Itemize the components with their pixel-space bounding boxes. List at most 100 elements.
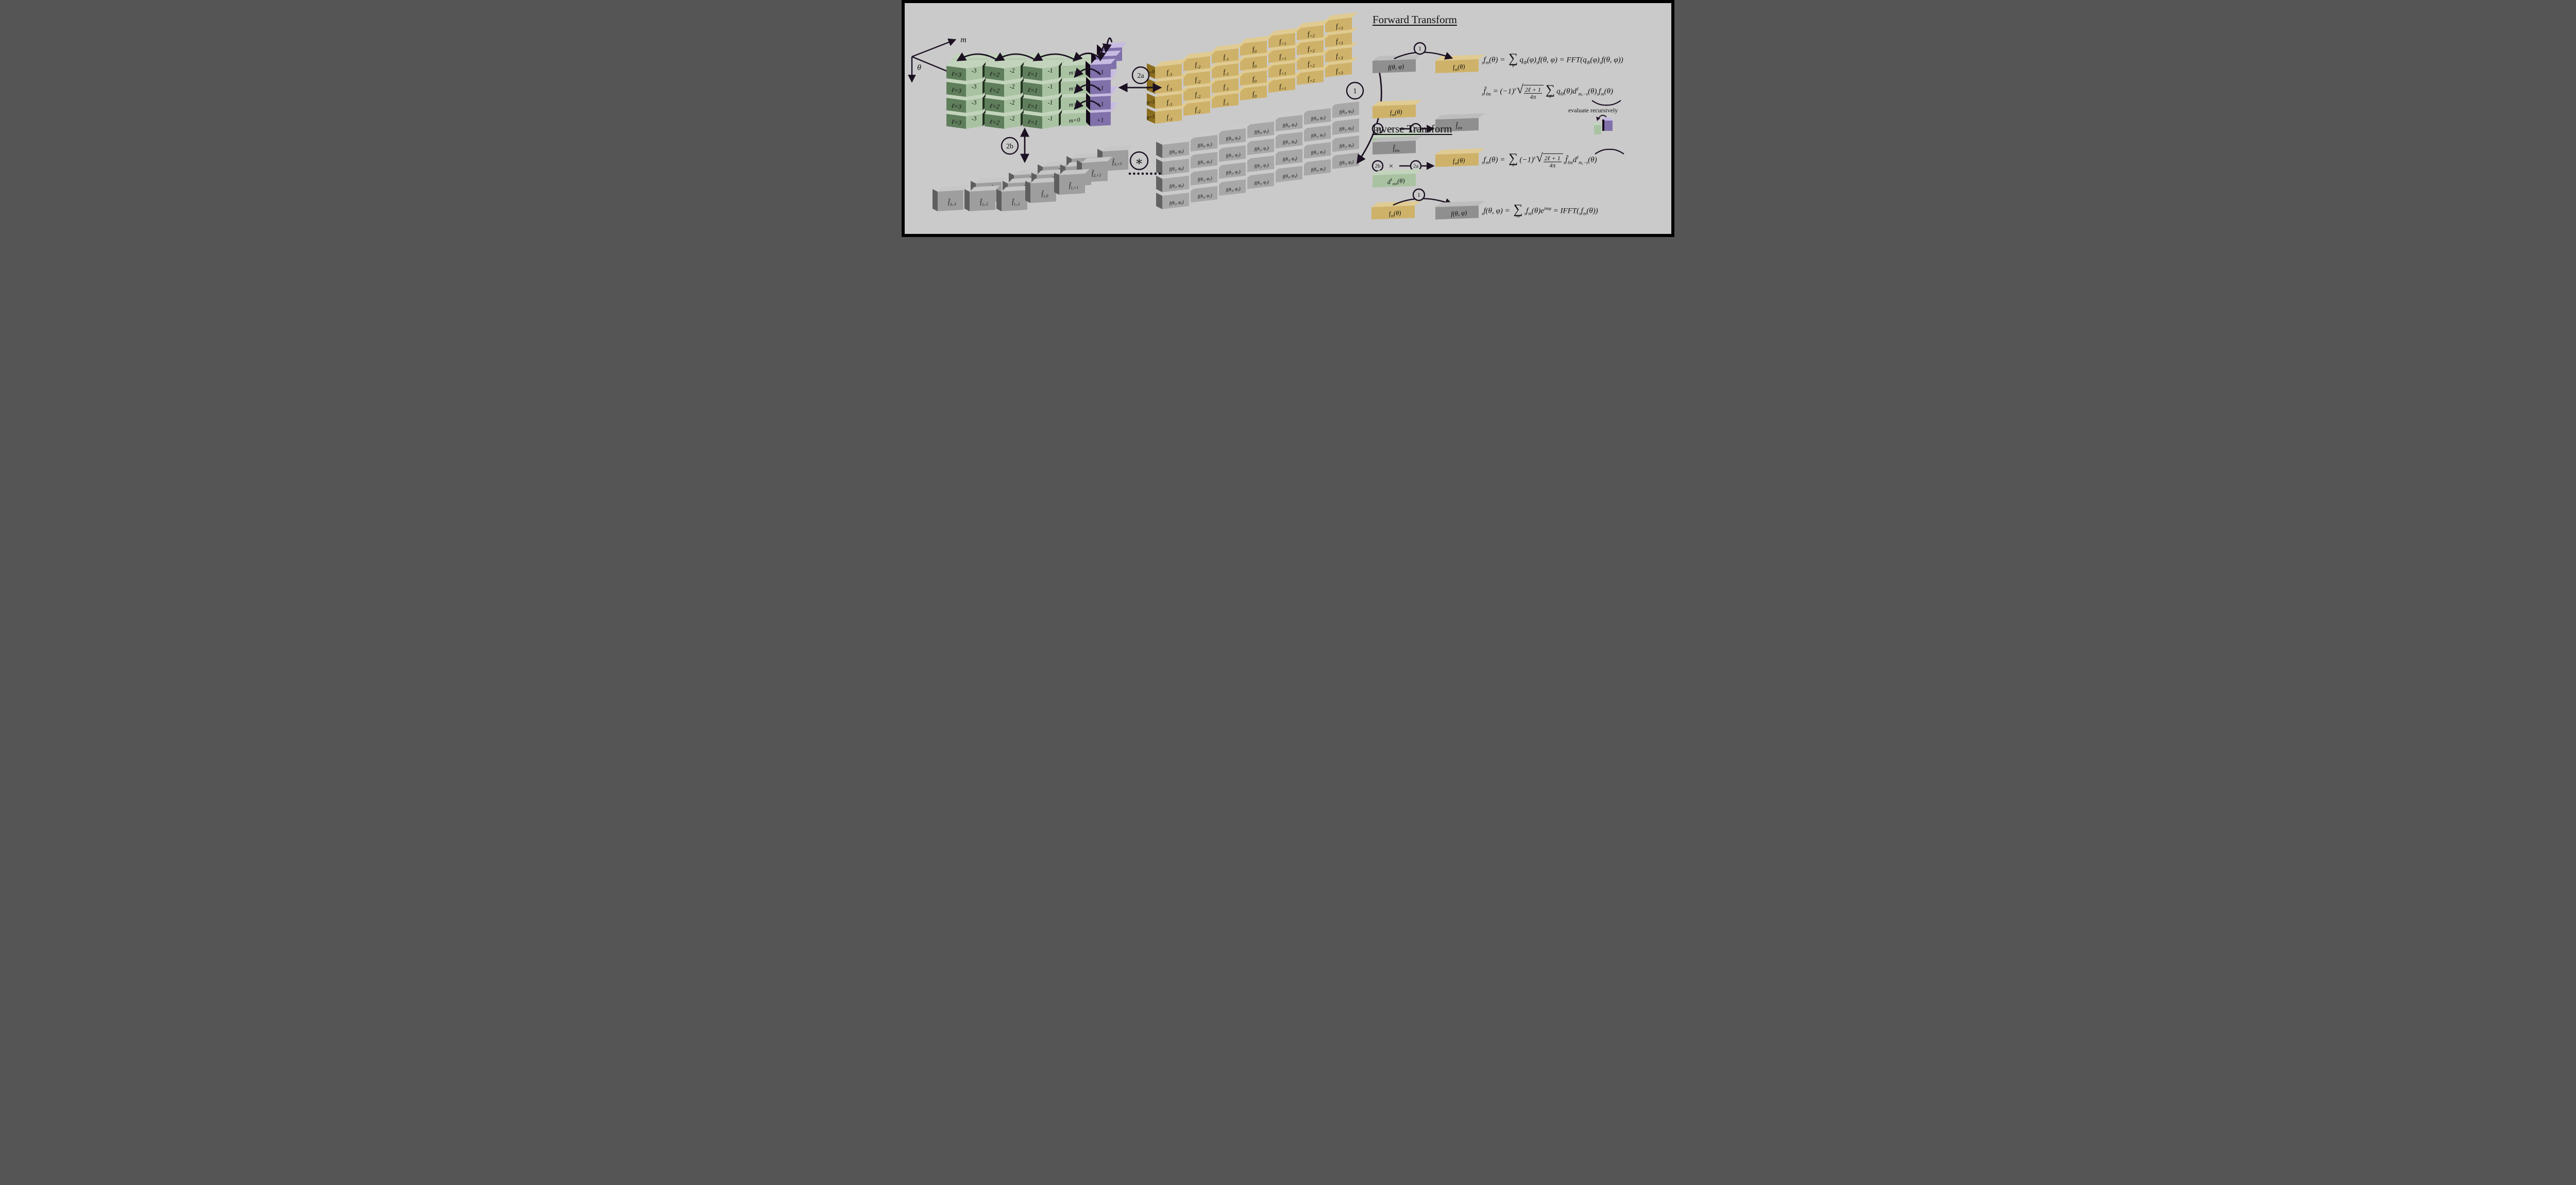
green-ell-label: ℓ=1 bbox=[1027, 118, 1038, 126]
yellow-theta-label: θ=3 bbox=[1146, 114, 1156, 122]
green-ell-label: ℓ=1 bbox=[1027, 102, 1038, 110]
box-left-face bbox=[1023, 82, 1042, 97]
green-m-label: -1 bbox=[1047, 114, 1054, 122]
box-top-face bbox=[1240, 36, 1273, 44]
dotted-line-dot bbox=[1158, 172, 1161, 175]
box-right-face bbox=[1042, 66, 1059, 81]
box-front-face bbox=[1372, 141, 1416, 155]
mini-fhat-lm: f̂ℓm bbox=[1393, 144, 1400, 154]
box-front-face bbox=[1297, 40, 1324, 55]
green-m-label: -3 bbox=[971, 82, 977, 90]
box-top-face bbox=[1276, 127, 1308, 135]
recursion-icon bbox=[1592, 114, 1613, 134]
yellow-theta-label: θ=2 bbox=[1146, 99, 1156, 107]
box-top-face bbox=[1008, 177, 1038, 183]
dotted-line-dot bbox=[1145, 172, 1148, 175]
box-top-face bbox=[1304, 120, 1336, 128]
box-front-face bbox=[1090, 112, 1111, 126]
box-front-face bbox=[1297, 70, 1324, 85]
yellow-fm-label: f-1 bbox=[1223, 53, 1229, 62]
mini-fhat-lm: f̂ℓm bbox=[1455, 122, 1463, 131]
box-top-face bbox=[1191, 164, 1223, 172]
box-front-face bbox=[1247, 122, 1274, 138]
box-top-face bbox=[1372, 100, 1422, 106]
box-left-face bbox=[985, 114, 1004, 129]
box-top-face bbox=[1247, 167, 1280, 176]
yellow-fm-label: f+3 bbox=[1335, 37, 1343, 46]
box-front-face bbox=[1191, 186, 1217, 202]
underbrace-icon bbox=[1591, 100, 1621, 106]
yellow-fm-label: f-2 bbox=[1194, 60, 1200, 70]
box-front-face bbox=[1059, 174, 1085, 195]
figure-canvas: mℓθℓ=3-3ℓ=2-2ℓ=1-1m=0+1ℓ=3-3ℓ=2-2ℓ=1-1m=… bbox=[905, 3, 1671, 234]
gray-ftp-label: f(θ3, φ2) bbox=[1226, 186, 1241, 194]
purple-m-label: +1 bbox=[1096, 68, 1104, 76]
gray-ftp-label: f(θ2, φ2) bbox=[1226, 169, 1241, 177]
box-right-face bbox=[966, 98, 982, 113]
box-front-face bbox=[1247, 139, 1274, 155]
green-ell-label: ℓ=2 bbox=[989, 102, 1000, 110]
yellow-fm-label: f0 bbox=[1252, 45, 1257, 54]
forward-step1-circle bbox=[1413, 42, 1427, 55]
box-front-face bbox=[1219, 128, 1246, 145]
box-front-face bbox=[1162, 142, 1189, 158]
box-front-face bbox=[1247, 156, 1274, 172]
mini-d-lmn: dℓmn(θ) bbox=[1387, 176, 1405, 187]
box-right-face bbox=[1042, 98, 1059, 113]
box-front-face bbox=[970, 190, 995, 211]
gray-ftp-label: f(θ2, φ1) bbox=[1197, 176, 1212, 183]
box-left-face bbox=[1023, 114, 1042, 129]
mini-f-theta-phi: f(θ, φ) bbox=[1451, 209, 1467, 218]
hop-arc bbox=[1096, 45, 1107, 62]
mini-f-theta-phi: f(θ, φ) bbox=[1388, 63, 1404, 72]
gray-ftp-label: f(θ3, φ4) bbox=[1282, 173, 1297, 180]
gray-ftp-label: f(θ2, φ4) bbox=[1282, 156, 1297, 163]
dotted-line-dot bbox=[1150, 172, 1153, 175]
yellow-fm-label: f-2 bbox=[1194, 90, 1200, 99]
box-top-face bbox=[1162, 154, 1195, 162]
purple-shadow bbox=[1086, 109, 1090, 126]
box-front-face bbox=[1268, 78, 1295, 93]
gray-ftp-label: f(θ0, φ5) bbox=[1311, 115, 1326, 123]
yellow-fm-label: f-3 bbox=[1166, 98, 1172, 107]
box-front-face bbox=[1332, 101, 1359, 118]
box-front-face bbox=[1212, 78, 1239, 93]
gray-ftp-label: f(θ1, φ6) bbox=[1339, 125, 1354, 133]
box-front-face bbox=[1183, 101, 1210, 116]
box-top-face bbox=[1219, 123, 1251, 131]
dotted-line-dot bbox=[1154, 172, 1157, 175]
box-left-face bbox=[1156, 159, 1162, 175]
box-top-face bbox=[1155, 59, 1188, 67]
box-front-face bbox=[1372, 105, 1416, 118]
box-right-face bbox=[966, 66, 982, 81]
gray-ftp-label: f(θ2, φ6) bbox=[1339, 142, 1354, 150]
yellow-fm-label: f0 bbox=[1252, 60, 1257, 69]
box-top-face bbox=[1162, 137, 1195, 145]
green-ell-label: ℓ=2 bbox=[989, 70, 1000, 78]
box-front-face bbox=[1191, 135, 1217, 151]
box-front-face bbox=[1268, 33, 1295, 48]
green-ell-label: ℓ=2 bbox=[989, 86, 1000, 94]
box-left-face bbox=[1023, 66, 1042, 81]
theta-axis-label: θ bbox=[917, 63, 921, 72]
gray-ftp-label: f(θ0, φ3) bbox=[1254, 128, 1269, 136]
box-front-face bbox=[1090, 64, 1111, 78]
box-front-face bbox=[1212, 63, 1239, 78]
green-ell-label: ℓ=3 bbox=[951, 102, 962, 110]
box-right-face bbox=[1004, 98, 1021, 113]
yellow-fm-label: f+3 bbox=[1335, 52, 1343, 61]
green-ell-label: ℓ=1 bbox=[1027, 86, 1038, 94]
forward-step2a-circle bbox=[1371, 123, 1384, 135]
box-top-face bbox=[1435, 201, 1485, 207]
gray-ftp-label: f(θ3, φ6) bbox=[1339, 159, 1354, 167]
forward-step1-label: 1 bbox=[1418, 45, 1421, 52]
box-front-face bbox=[1304, 108, 1331, 125]
box-top-face bbox=[1162, 171, 1195, 179]
box-top-face bbox=[1304, 137, 1336, 145]
box-left-face bbox=[1147, 93, 1155, 109]
